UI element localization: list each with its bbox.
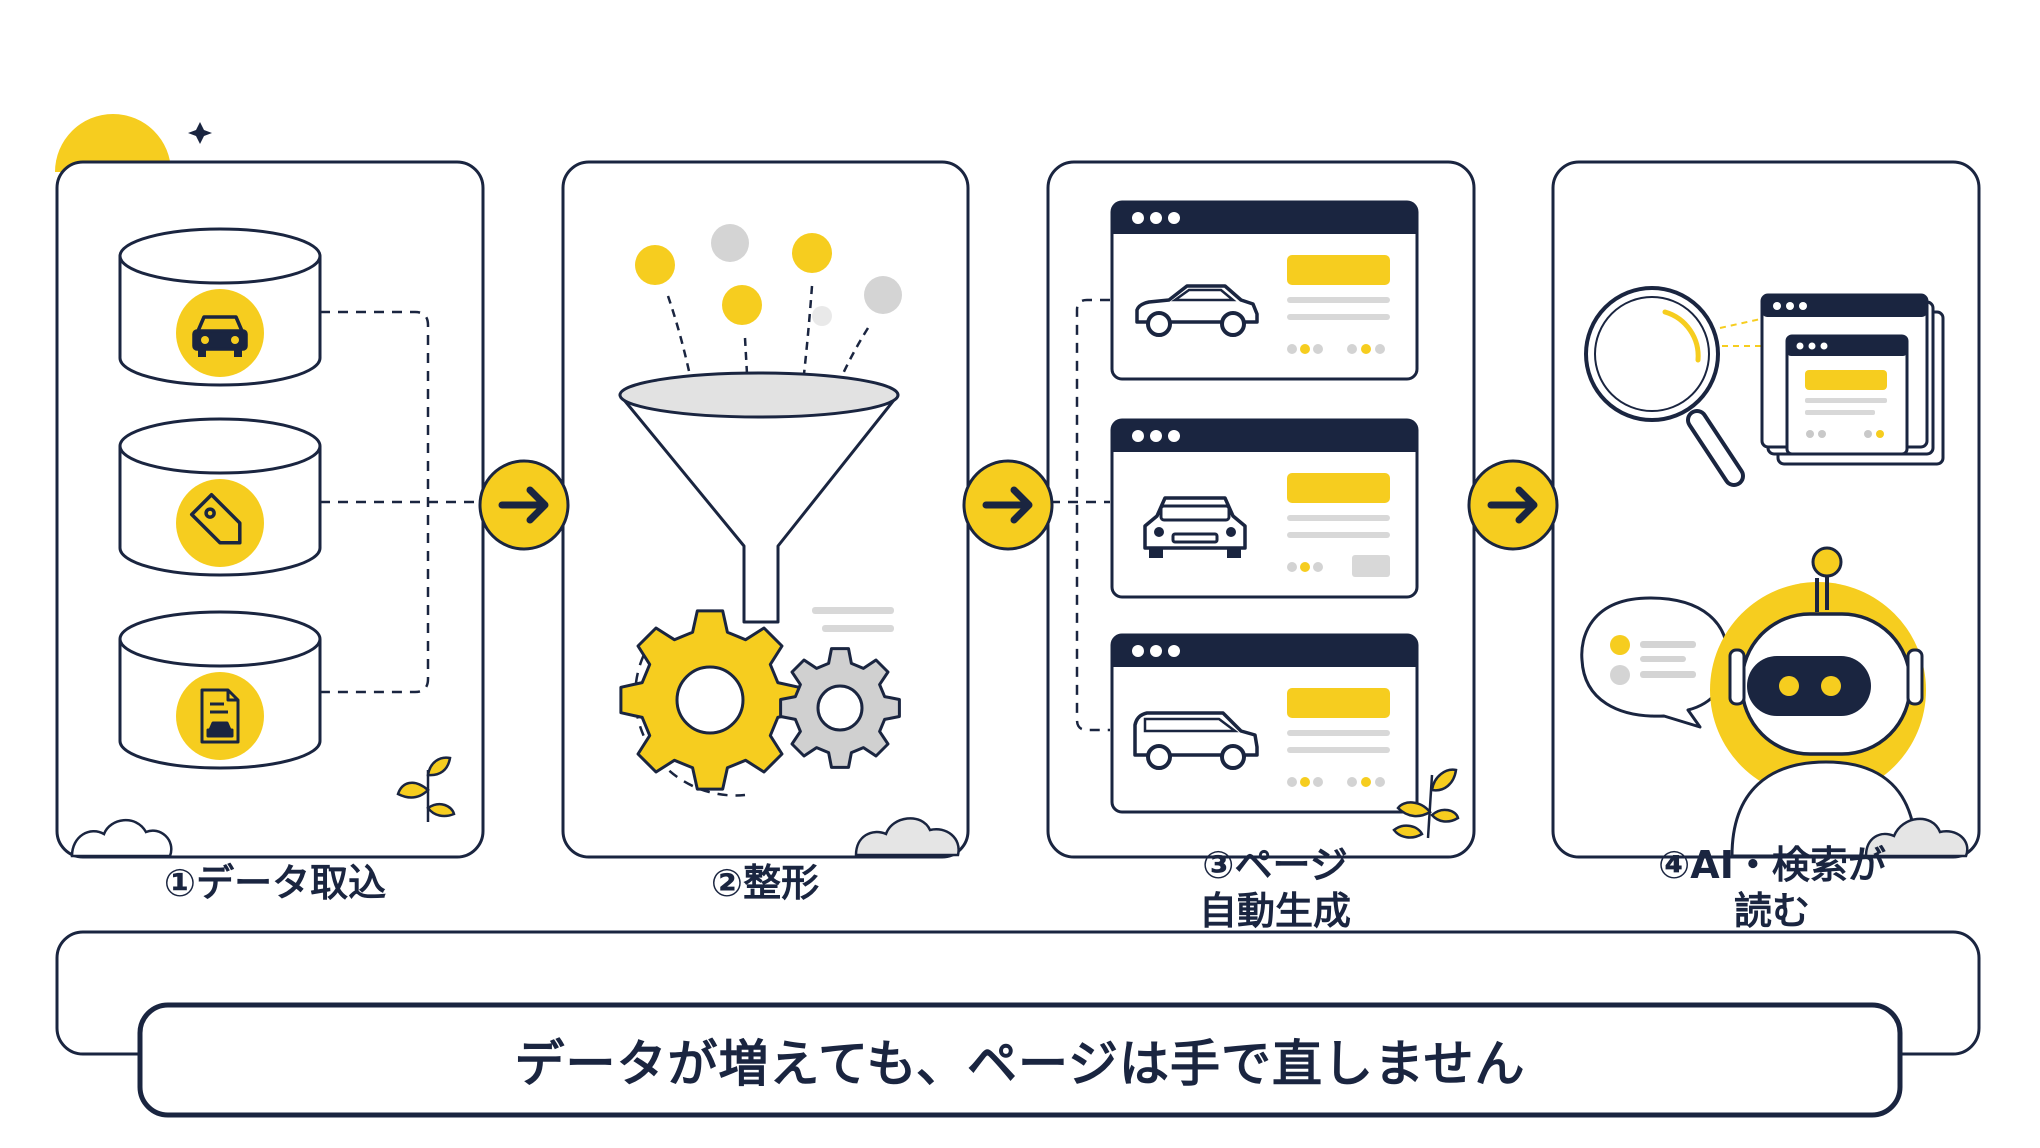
banner-message: データが増えても、ページは手で直しません — [514, 1035, 1526, 1093]
robot-icon — [1710, 546, 1926, 858]
sun-decoration — [55, 114, 171, 172]
arrow-right-icon — [1467, 459, 1559, 551]
step-1-label: ①データ取込 — [163, 861, 387, 905]
funnel-icon — [618, 371, 900, 624]
cloud-decoration — [70, 819, 173, 858]
magnifier-icon — [1584, 286, 1745, 487]
step-1-panel — [55, 160, 485, 859]
car-icon — [1143, 496, 1247, 558]
step-3-label: ③ページ 自動生成 — [1115, 842, 1435, 934]
cloud-decoration — [854, 817, 960, 857]
step-2-panel — [561, 160, 970, 859]
browser-window-icon — [1110, 418, 1419, 599]
car-icon — [1133, 711, 1259, 770]
gear-icon — [619, 609, 801, 791]
cloud-decoration — [1864, 817, 1969, 858]
step-4-label: ④AI・検索が 読む — [1612, 842, 1932, 934]
sprout-decoration — [1392, 768, 1460, 839]
arrow-right-icon — [962, 459, 1054, 551]
step-4-panel — [1551, 160, 1981, 859]
browser-window-icon — [1110, 200, 1419, 381]
car-icon — [1135, 284, 1259, 337]
browser-window-icon — [1110, 633, 1419, 814]
speech-bubble-icon — [1580, 596, 1730, 729]
step-3-label-line2: 自動生成 — [1198, 889, 1351, 933]
car-icon — [192, 315, 248, 357]
tag-icon — [189, 492, 242, 545]
sprout-decoration — [396, 756, 456, 822]
step-3-panel — [1046, 160, 1476, 859]
sparkle-icon — [188, 122, 212, 144]
step-4-label-line1: ④AI・検索が — [1658, 843, 1886, 887]
step-2-label: ②整形 — [710, 861, 820, 905]
step-3-label-line1: ③ページ — [1202, 843, 1348, 887]
arrow-right-icon — [478, 459, 570, 551]
banner-frame — [137, 1002, 1903, 1118]
gear-icon — [779, 647, 901, 769]
step-4-label-line2: 読む — [1733, 889, 1810, 933]
document-icon — [200, 688, 240, 744]
connector-lines — [320, 310, 482, 694]
browser-window-icon — [1760, 293, 1945, 466]
